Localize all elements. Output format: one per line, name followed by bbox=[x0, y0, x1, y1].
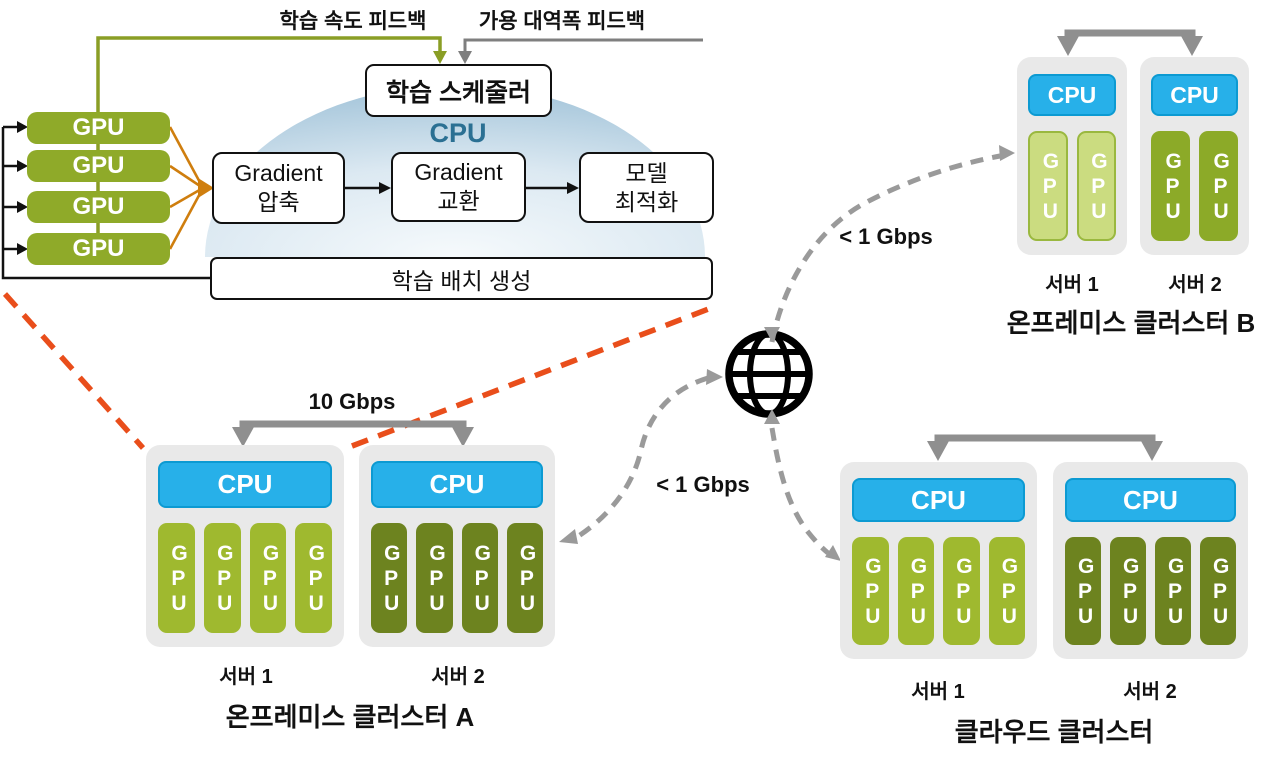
bandwidth-feedback-label: 가용 대역폭 피드백 bbox=[478, 10, 646, 33]
wan-bandwidth-label-b: < 1 Gbps bbox=[839, 224, 933, 249]
gradient-exchange-line2: 교환 bbox=[437, 188, 480, 214]
gpu-column: GPU bbox=[1200, 537, 1236, 645]
gradient-exchange-box: Gradient 교환 bbox=[391, 152, 526, 222]
globe-icon bbox=[725, 330, 813, 418]
bandwidth-feedback-wire bbox=[463, 38, 703, 52]
gpu-row: GPU GPU GPU GPU bbox=[1065, 537, 1236, 645]
cluster-a-server-1: CPU GPU GPU GPU GPU bbox=[146, 445, 344, 647]
cluster-b-server-2-label: 서버 2 bbox=[1168, 274, 1222, 296]
cloud-server-2: CPU GPU GPU GPU GPU bbox=[1053, 462, 1248, 659]
gradient-compression-line2: 압축 bbox=[257, 189, 300, 215]
gpu-column: GPU bbox=[1065, 537, 1101, 645]
cluster-a-bracket-arrow bbox=[232, 420, 474, 447]
wan-link-cloud bbox=[764, 409, 841, 561]
gpu-column: GPU bbox=[295, 523, 332, 633]
gradient-exchange-line1: Gradient bbox=[414, 159, 503, 185]
cluster-a-server-2-label: 서버 2 bbox=[431, 666, 485, 688]
gpu-column: GPU bbox=[158, 523, 195, 633]
pipeline-arrows bbox=[345, 182, 579, 194]
gpu-box-2: GPU bbox=[27, 150, 170, 182]
scheduler-box: 학습 스케줄러 bbox=[365, 64, 552, 117]
gpu-column: GPU bbox=[852, 537, 889, 645]
gpu-fan-arrowhead bbox=[198, 178, 214, 198]
cpu-box: CPU bbox=[1028, 74, 1116, 116]
cloud-bracket-arrow bbox=[927, 434, 1163, 461]
gpu-row: GPU GPU GPU GPU bbox=[371, 523, 543, 633]
cluster-b-server-2: CPU GPU GPU bbox=[1140, 57, 1249, 255]
gpu-box-3: GPU bbox=[27, 191, 170, 223]
gpu-column: GPU bbox=[1199, 131, 1238, 241]
gpu-row: GPU GPU bbox=[1028, 131, 1116, 241]
cluster-a-server-1-label: 서버 1 bbox=[219, 666, 273, 688]
cpu-box: CPU bbox=[1151, 74, 1238, 116]
gpu-column: GPU bbox=[897, 537, 934, 645]
cluster-a-server-2: CPU GPU GPU GPU GPU bbox=[359, 445, 555, 647]
gpu-column: GPU bbox=[1110, 537, 1146, 645]
batch-generation-box: 학습 배치 생성 bbox=[210, 257, 713, 300]
wan-bandwidth-label-a: < 1 Gbps bbox=[656, 472, 750, 497]
cloud-cluster-title: 클라우드 클러스터 bbox=[954, 717, 1154, 747]
cluster-b-bracket-arrow bbox=[1057, 29, 1203, 56]
batch-arrowheads bbox=[17, 121, 28, 255]
gpu-row: GPU GPU GPU GPU bbox=[158, 523, 332, 633]
cluster-a-title: 온프레미스 클러스터 A bbox=[225, 702, 475, 732]
cluster-b-server-1-label: 서버 1 bbox=[1045, 274, 1099, 296]
cloud-server-1-label: 서버 1 bbox=[911, 681, 965, 703]
gpu-column: GPU bbox=[1076, 131, 1116, 241]
gpu-column: GPU bbox=[461, 523, 498, 633]
model-optimization-box: 모델 최적화 bbox=[579, 152, 714, 223]
cloud-server-1: CPU GPU GPU GPU GPU bbox=[840, 462, 1037, 659]
gpu-column: GPU bbox=[506, 523, 543, 633]
cloud-server-2-label: 서버 2 bbox=[1123, 681, 1177, 703]
cpu-box: CPU bbox=[158, 461, 332, 508]
gpu-column: GPU bbox=[203, 523, 241, 633]
batch-wires bbox=[1, 125, 210, 280]
gpu-row: GPU GPU bbox=[1151, 131, 1238, 241]
speed-feedback-label: 학습 속도 피드백 bbox=[279, 10, 427, 33]
gradient-compression-line1: Gradient bbox=[234, 160, 323, 186]
gpu-box-4: GPU bbox=[27, 233, 170, 265]
cpu-box: CPU bbox=[852, 478, 1025, 522]
wan-link-cluster-b bbox=[764, 145, 1015, 343]
gpu-fan-wires bbox=[168, 126, 205, 250]
gpu-box-1: GPU bbox=[27, 112, 170, 144]
gpu-column: GPU bbox=[943, 537, 980, 645]
gradient-compression-box: Gradient 압축 bbox=[212, 152, 345, 224]
gpu-column: GPU bbox=[1155, 537, 1191, 645]
cluster-a-bandwidth-label: 10 Gbps bbox=[308, 389, 396, 414]
cpu-box: CPU bbox=[1065, 478, 1236, 522]
gpu-column: GPU bbox=[416, 523, 453, 633]
wan-link-cluster-a bbox=[559, 369, 723, 544]
gpu-column: GPU bbox=[1151, 131, 1190, 241]
cluster-b-title: 온프레미스 클러스터 B bbox=[1006, 308, 1256, 338]
cpu-dome-label: CPU bbox=[429, 118, 487, 148]
cluster-b-server-1: CPU GPU GPU bbox=[1017, 57, 1127, 255]
gpu-row: GPU GPU GPU GPU bbox=[852, 537, 1025, 645]
bandwidth-feedback-arrowhead bbox=[458, 51, 472, 64]
speed-feedback-arrowhead bbox=[433, 51, 447, 64]
gpu-column: GPU bbox=[1028, 131, 1068, 241]
model-optimization-line2: 최적화 bbox=[614, 188, 679, 215]
gpu-column: GPU bbox=[249, 523, 287, 633]
gpu-column: GPU bbox=[988, 537, 1025, 645]
model-optimization-line1: 모델 bbox=[625, 159, 668, 186]
cpu-box: CPU bbox=[371, 461, 543, 508]
gpu-column: GPU bbox=[371, 523, 408, 633]
